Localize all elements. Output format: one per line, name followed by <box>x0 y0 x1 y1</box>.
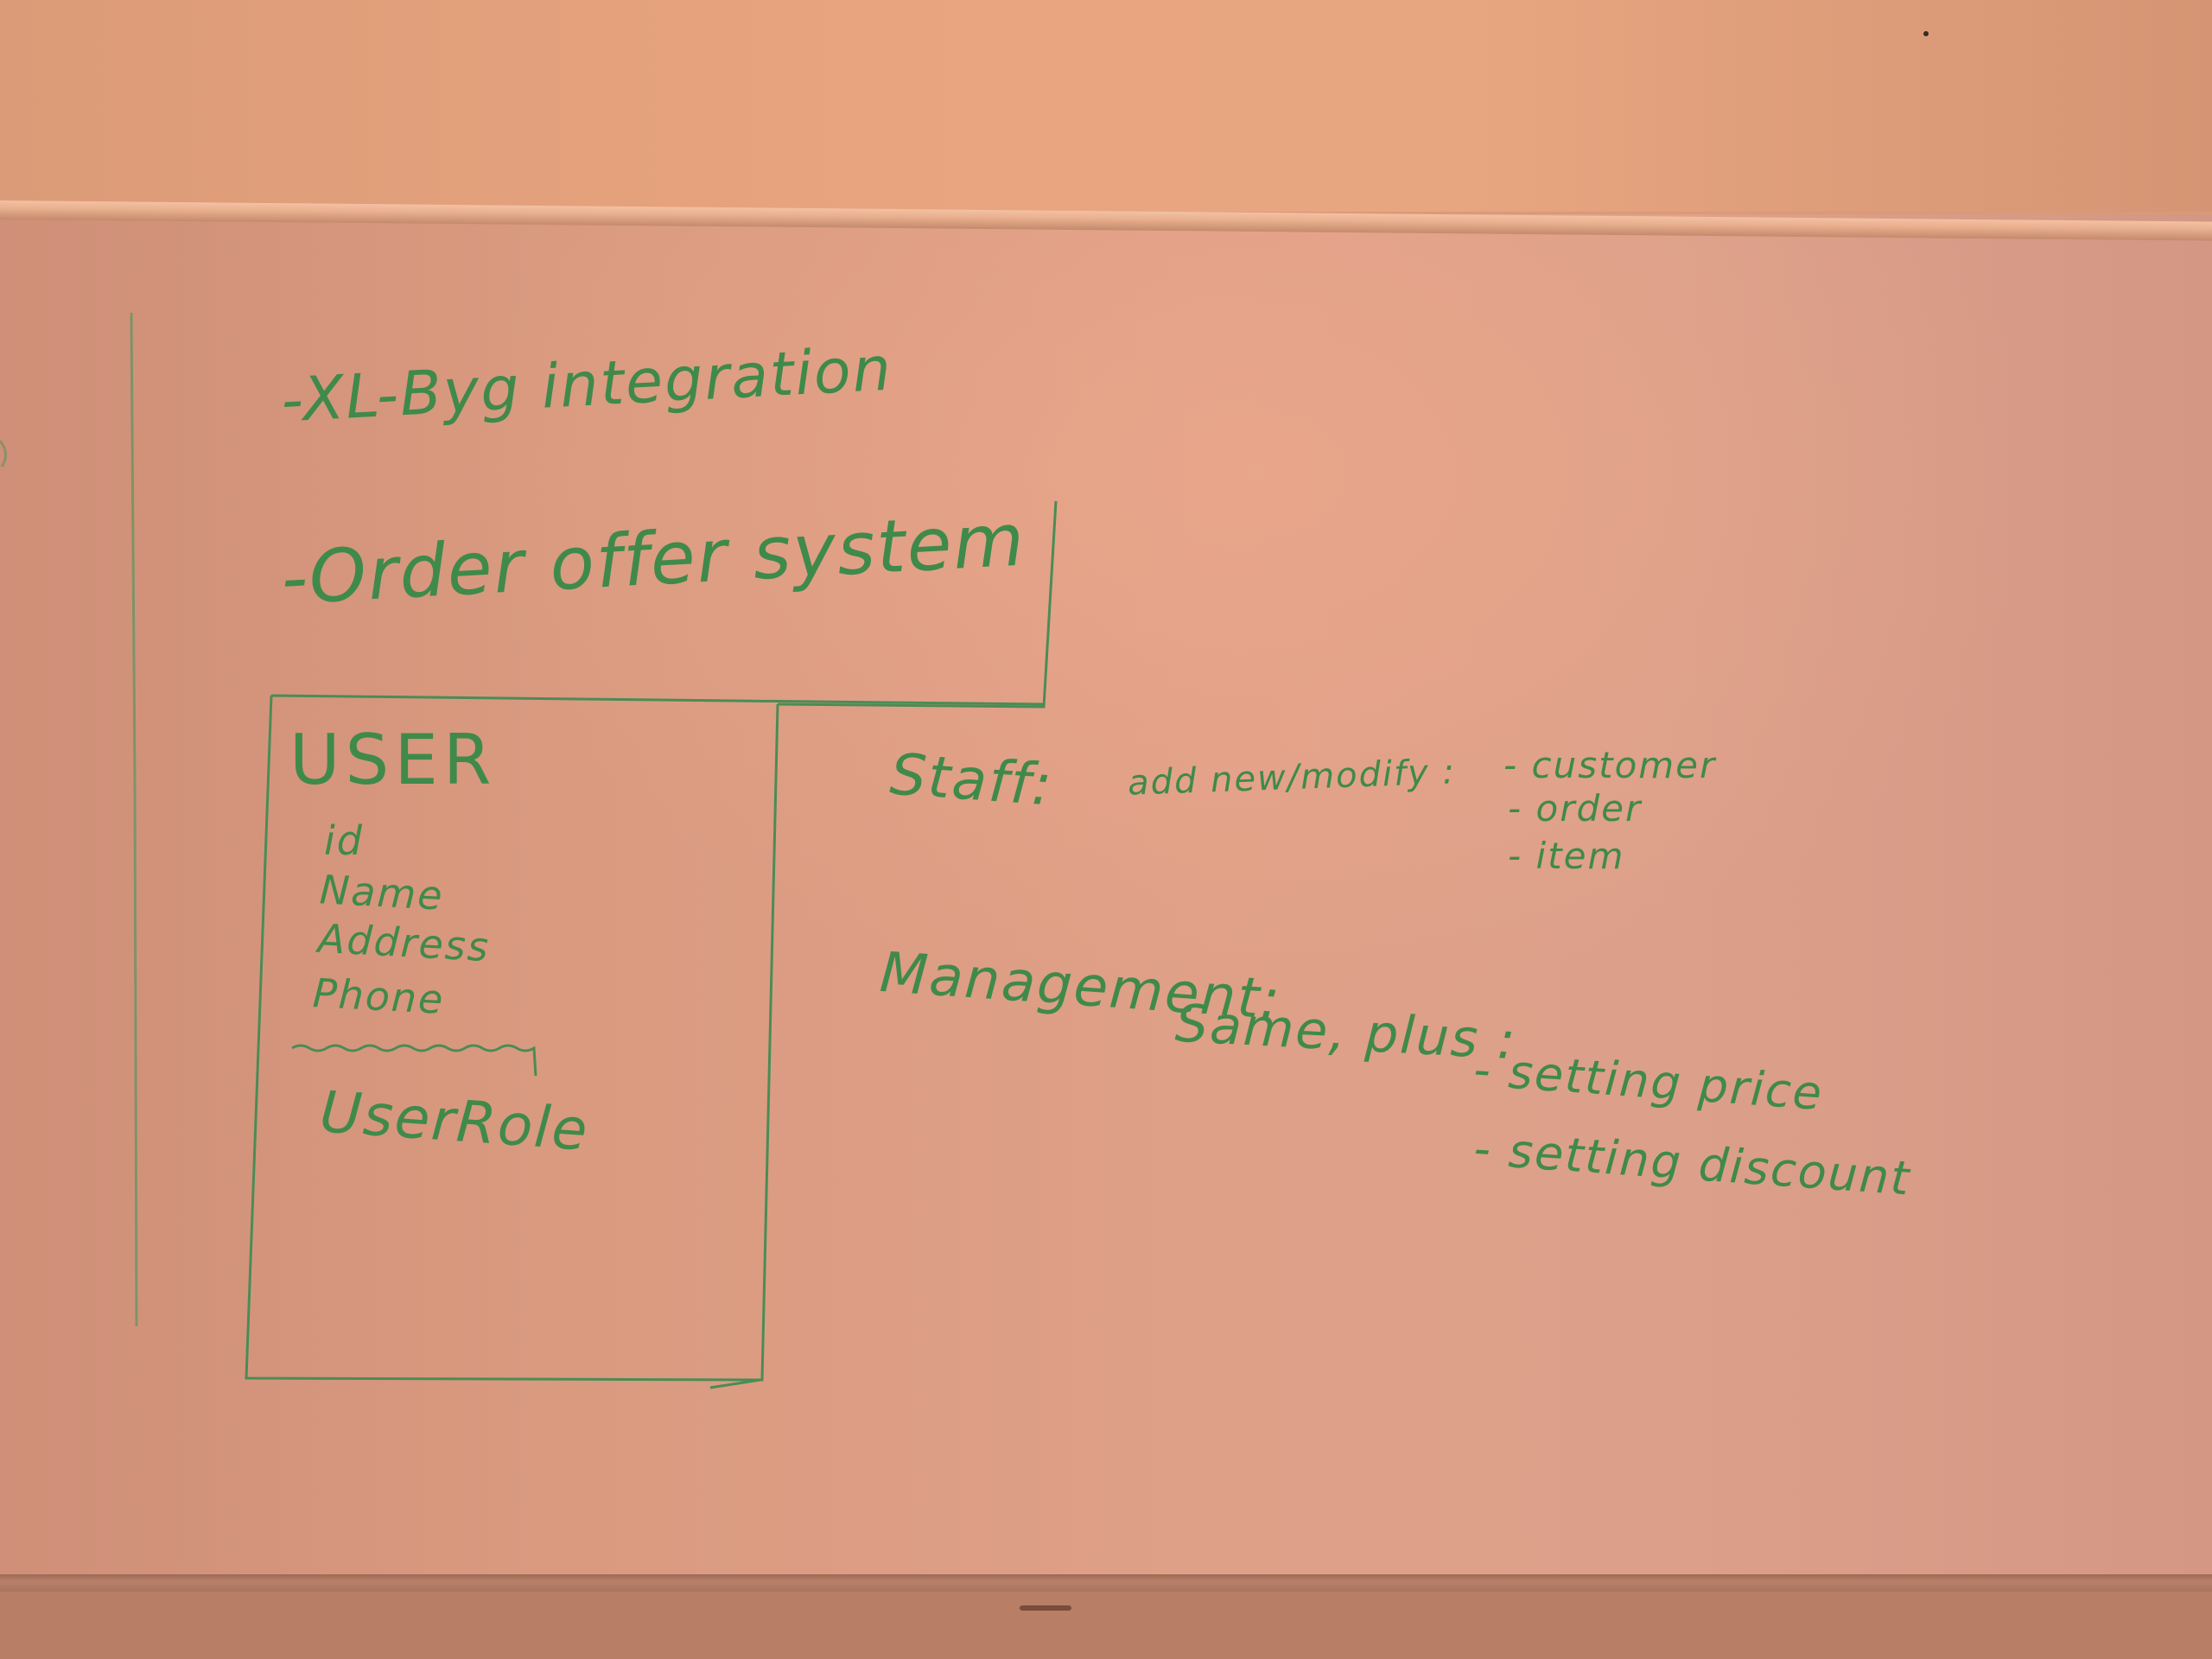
edge-mark <box>0 440 7 467</box>
tray-slot <box>1020 1605 1071 1611</box>
user-field-id: id <box>324 817 364 864</box>
divider-line <box>130 312 138 1327</box>
order-box-border <box>777 500 1058 709</box>
whiteboard-marker-tray <box>0 1574 2212 1592</box>
staff-label: Staff: <box>887 741 1056 819</box>
whiteboard <box>0 214 2212 1581</box>
staff-item-item: - item <box>1508 835 1625 877</box>
user-field-name: Name <box>318 866 446 919</box>
wall-mark <box>1923 31 1929 36</box>
staff-item-order: - order <box>1508 787 1643 830</box>
wall <box>0 0 2212 212</box>
user-field-phone: Phone <box>311 969 446 1023</box>
lower-wall <box>0 1592 2212 1659</box>
user-box-border <box>245 694 1045 1389</box>
staff-item-customer: - customer <box>1503 744 1717 786</box>
user-entity-title: USER <box>289 720 497 800</box>
user-field-address: Address <box>316 914 492 971</box>
user-box-separator <box>291 1044 537 1077</box>
